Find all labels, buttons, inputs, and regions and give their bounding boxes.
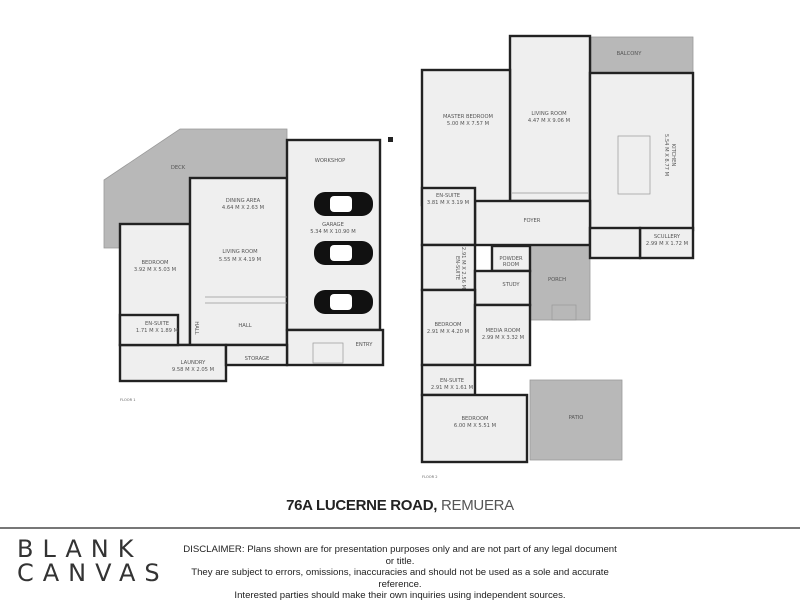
room-size: 2.91 M X 1.61 M <box>431 385 473 391</box>
room-label: HALL <box>193 321 199 334</box>
room-size: 5.00 M X 7.57 M <box>447 121 489 127</box>
blank-canvas-logo: BLANK CANVAS <box>17 537 169 585</box>
room-size: 2.99 M X 3.32 M <box>482 335 524 341</box>
foyer-area <box>473 199 592 247</box>
room-label: PATIO <box>569 415 584 421</box>
room-label: STUDY <box>502 282 520 288</box>
room-label: BEDROOM <box>141 260 168 266</box>
kitchen-island <box>617 135 651 195</box>
scullery-area <box>638 226 695 260</box>
study-area <box>473 269 532 307</box>
car-icon <box>314 192 373 216</box>
media-room-area <box>473 303 532 367</box>
bedroom-2-area <box>420 393 529 464</box>
room-size: 9.58 M X 2.05 M <box>172 367 214 373</box>
car-icon <box>314 241 373 265</box>
room-size: 2.99 M X 1.72 M <box>646 241 688 247</box>
disclaimer-line: Interested parties should make their own… <box>234 590 566 601</box>
room-label: POWDER <box>499 256 523 262</box>
address-suburb: REMUERA <box>440 497 514 514</box>
floor-1: DECK DINING AREA 4.64 M X 2.63 M LIVING … <box>103 128 393 402</box>
room-label: PORCH <box>548 277 566 283</box>
room-label: LAUNDRY <box>181 360 207 366</box>
room-label: KITCHEN <box>670 144 676 167</box>
room-label: STORAGE <box>245 356 270 362</box>
room-label: ROOM <box>503 262 519 268</box>
room-label: MEDIA ROOM <box>486 328 521 334</box>
room-label: WORKSHOP <box>315 158 346 164</box>
room-label: LIVING ROOM <box>531 111 566 117</box>
room-size: 3.81 M X 3.19 M <box>427 200 469 206</box>
bedroom-1-area <box>420 288 477 367</box>
room-size: 4.64 M X 2.63 M <box>222 205 264 211</box>
entry-area <box>285 328 385 367</box>
floor-label: FLOOR 2 <box>422 475 438 479</box>
room-label: LIVING ROOM <box>222 249 257 255</box>
room-label: EN-SUITE <box>436 193 460 199</box>
floor-plan: DECK DINING AREA 4.64 M X 2.63 M LIVING … <box>103 34 695 479</box>
room-label: FOYER <box>524 218 541 224</box>
disclaimer: DISCLAIMER: Plans shown are for presenta… <box>180 544 620 602</box>
disclaimer-line: They are subject to errors, omissions, i… <box>191 567 609 590</box>
room-size: 3.92 M X 5.03 M <box>134 267 176 273</box>
room-label: EN-SUITE <box>145 321 169 327</box>
ensuite-3-area <box>420 363 477 397</box>
divider <box>0 527 800 529</box>
room-label: ENTRY <box>356 342 374 348</box>
room-size: 2.91 M X 2.56 M <box>460 247 466 289</box>
ensuite-area <box>118 313 180 347</box>
master-bedroom-area <box>420 68 512 207</box>
room-size: 5.55 M X 4.19 M <box>219 257 261 263</box>
room-label: DECK <box>171 165 186 171</box>
laundry-area <box>118 343 228 383</box>
room-label: SCULLERY <box>654 234 681 240</box>
room-size: 2.91 M X 4.20 M <box>427 329 469 335</box>
room-label: EN-SUITE <box>440 378 464 384</box>
storage-area <box>224 343 289 367</box>
ensuite-2-area <box>420 243 477 292</box>
room-label: BEDROOM <box>461 416 488 422</box>
address-street: 76A LUCERNE ROAD, <box>286 497 438 514</box>
room-size: 6.00 M X 5.51 M <box>454 423 496 429</box>
property-address: 76A LUCERNE ROAD, REMUERA <box>0 497 800 514</box>
room-label: BEDROOM <box>434 322 461 328</box>
balcony-area <box>590 36 694 74</box>
floor-2: BALCONY LIVING ROOM 4.47 M X 9.06 M MAST… <box>420 34 695 479</box>
disclaimer-line: DISCLAIMER: Plans shown are for presenta… <box>183 544 617 567</box>
logo-line-1: BLANK <box>17 535 143 563</box>
room-size: 1.71 M X 1.89 M <box>136 328 178 334</box>
room-label: DINING AREA <box>226 198 261 204</box>
patio-area <box>529 379 623 461</box>
room-size: 5.34 M X 10.90 M <box>310 229 356 235</box>
room-label: MASTER BEDROOM <box>443 114 493 120</box>
room-label: GARAGE <box>322 222 344 228</box>
powder-room-area <box>490 244 532 273</box>
room-label: EN-SUITE <box>454 256 460 280</box>
room-size: 4.47 M X 9.06 M <box>528 118 570 124</box>
stairs-area <box>588 226 642 260</box>
car-icon <box>314 290 373 314</box>
floor-label: FLOOR 1 <box>120 398 136 402</box>
room-size: 5.54 M X 8.77 M <box>663 134 669 176</box>
room-label: HALL <box>238 323 251 329</box>
logo-line-2: CANVAS <box>17 559 169 587</box>
kitchen-area <box>588 71 695 232</box>
room-label: BALCONY <box>617 51 643 57</box>
